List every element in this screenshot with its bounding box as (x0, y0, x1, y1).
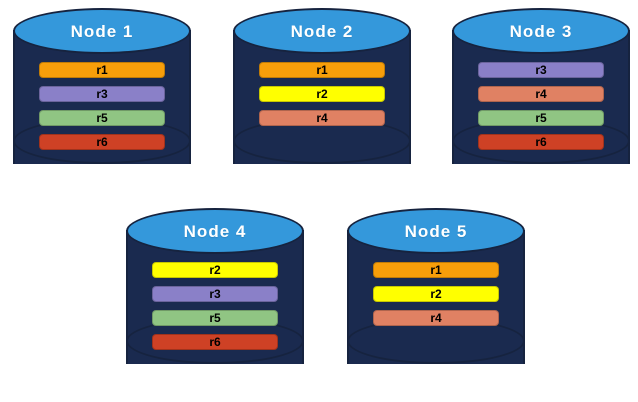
database-node-3[interactable]: Node 3 r3 r4 r5 r6 (452, 8, 630, 186)
cylinder-top-ellipse: Node 3 (452, 8, 630, 54)
node-label: Node 1 (70, 21, 134, 41)
record-bar-r2[interactable]: r2 (259, 86, 385, 102)
record-label: r5 (209, 311, 221, 325)
record-label: r4 (316, 111, 328, 125)
record-bar-r1[interactable]: r1 (373, 262, 499, 278)
record-label: r3 (535, 63, 547, 77)
record-label: r2 (430, 287, 442, 301)
record-bar-r4[interactable]: r4 (259, 110, 385, 126)
record-label: r1 (430, 263, 442, 277)
node-label: Node 3 (509, 21, 573, 41)
node-label: Node 5 (404, 221, 468, 241)
record-bar-r2[interactable]: r2 (373, 286, 499, 302)
record-list: r1 r3 r5 r6 (39, 62, 165, 150)
record-bar-r5[interactable]: r5 (478, 110, 604, 126)
record-label: r2 (316, 87, 328, 101)
record-label: r3 (96, 87, 108, 101)
database-node-1[interactable]: Node 1 r1 r3 r5 r6 (13, 8, 191, 186)
record-label: r6 (96, 135, 108, 149)
record-bar-r4[interactable]: r4 (478, 86, 604, 102)
record-label: r6 (209, 335, 221, 349)
record-bar-r5[interactable]: r5 (39, 110, 165, 126)
database-node-5[interactable]: Node 5 r1 r2 r4 (347, 208, 525, 388)
record-bar-r6[interactable]: r6 (39, 134, 165, 150)
record-bar-r2[interactable]: r2 (152, 262, 278, 278)
record-label: r3 (209, 287, 221, 301)
record-bar-r1[interactable]: r1 (259, 62, 385, 78)
cylinder-top-ellipse: Node 1 (13, 8, 191, 54)
record-label: r5 (96, 111, 108, 125)
record-list: r1 r2 r4 (373, 262, 499, 326)
cylinder-top-ellipse: Node 2 (233, 8, 411, 54)
cylinder-top-ellipse: Node 5 (347, 208, 525, 254)
database-node-4[interactable]: Node 4 r2 r3 r5 r6 (126, 208, 304, 388)
record-bar-r5[interactable]: r5 (152, 310, 278, 326)
record-bar-r3[interactable]: r3 (152, 286, 278, 302)
node-label: Node 4 (183, 221, 247, 241)
record-label: r2 (209, 263, 221, 277)
record-label: r5 (535, 111, 547, 125)
record-bar-r3[interactable]: r3 (39, 86, 165, 102)
record-list: r3 r4 r5 r6 (478, 62, 604, 150)
record-bar-r6[interactable]: r6 (152, 334, 278, 350)
record-bar-r4[interactable]: r4 (373, 310, 499, 326)
record-label: r4 (535, 87, 547, 101)
record-label: r4 (430, 311, 442, 325)
record-bar-r6[interactable]: r6 (478, 134, 604, 150)
cylinder-top-ellipse: Node 4 (126, 208, 304, 254)
database-node-2[interactable]: Node 2 r1 r2 r4 (233, 8, 411, 186)
record-bar-r1[interactable]: r1 (39, 62, 165, 78)
record-label: r1 (96, 63, 108, 77)
record-list: r2 r3 r5 r6 (152, 262, 278, 350)
record-label: r6 (535, 135, 547, 149)
record-label: r1 (316, 63, 328, 77)
node-label: Node 2 (290, 21, 354, 41)
record-bar-r3[interactable]: r3 (478, 62, 604, 78)
record-list: r1 r2 r4 (259, 62, 385, 126)
